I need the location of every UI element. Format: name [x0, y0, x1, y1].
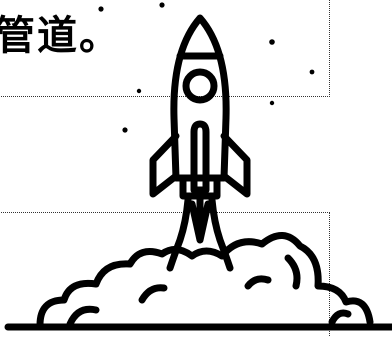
rocket-body — [170, 14, 230, 182]
exhaust-trail — [166, 196, 192, 272]
smoke-detail — [284, 254, 301, 290]
top-text-frame — [0, 0, 330, 97]
rocket-window — [182, 68, 218, 104]
smoke-detail — [244, 275, 272, 290]
rocket-fin-right — [220, 132, 251, 198]
rocket-stripe — [190, 120, 210, 194]
smoke-detail — [138, 284, 168, 304]
star-dots — [98, 2, 315, 133]
smoke-detail — [66, 305, 100, 328]
smoke-detail — [328, 309, 352, 326]
rocket-fin-left — [149, 132, 180, 198]
caption-text: 管道。 — [0, 12, 121, 59]
smoke-cloud — [36, 232, 374, 329]
exhaust-flame — [188, 200, 212, 244]
bottom-text-frame — [0, 212, 330, 337]
exhaust-trail — [208, 196, 234, 272]
